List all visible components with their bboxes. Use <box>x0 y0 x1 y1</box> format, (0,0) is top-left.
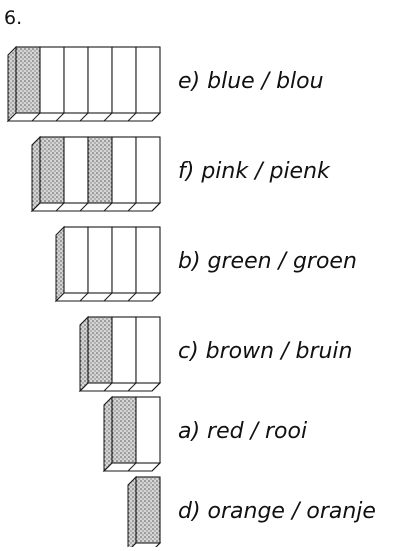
stack-side-face <box>8 47 16 121</box>
cube <box>64 47 88 113</box>
cube <box>136 137 160 203</box>
stack-side-face <box>56 227 64 301</box>
question-number: 6. <box>4 7 22 29</box>
cube-stack: c) brown / bruin <box>80 317 353 391</box>
shaded-cube <box>88 137 112 203</box>
shaded-cube <box>16 47 40 113</box>
stack-side-face <box>104 397 112 471</box>
cube <box>112 47 136 113</box>
cube <box>88 47 112 113</box>
stack-label: d) orange / oranje <box>178 499 376 524</box>
stack-label: c) brown / bruin <box>178 339 353 364</box>
cube <box>112 317 136 383</box>
cube <box>64 227 88 293</box>
shaded-cube <box>88 317 112 383</box>
shaded-cube <box>112 397 136 463</box>
stack-label: a) red / rooi <box>178 419 307 444</box>
cube <box>136 227 160 293</box>
cube <box>136 47 160 113</box>
stack-base-face <box>32 203 160 211</box>
cube-stack: a) red / rooi <box>104 397 307 471</box>
stack-side-face <box>80 317 88 391</box>
cube <box>136 397 160 463</box>
cube <box>88 227 112 293</box>
cube <box>112 137 136 203</box>
stack-label: f) pink / pienk <box>178 159 331 184</box>
cube-stack: d) orange / oranje <box>128 477 376 547</box>
stack-side-face <box>128 477 136 547</box>
cube <box>112 227 136 293</box>
cube <box>64 137 88 203</box>
stack-label: e) blue / blou <box>178 69 324 94</box>
stack-side-face <box>32 137 40 211</box>
stack-base-face <box>80 383 160 391</box>
cube-stack: e) blue / blou <box>8 47 324 121</box>
cube-stack: b) green / groen <box>56 227 357 301</box>
cube <box>136 317 160 383</box>
shaded-cube <box>136 477 160 543</box>
cube-stack: f) pink / pienk <box>32 137 331 211</box>
shaded-cube <box>40 137 64 203</box>
stack-label: b) green / groen <box>178 249 357 274</box>
stacks-layer: e) blue / blou f) pink / pienk b) green / … <box>8 47 376 547</box>
cube <box>40 47 64 113</box>
